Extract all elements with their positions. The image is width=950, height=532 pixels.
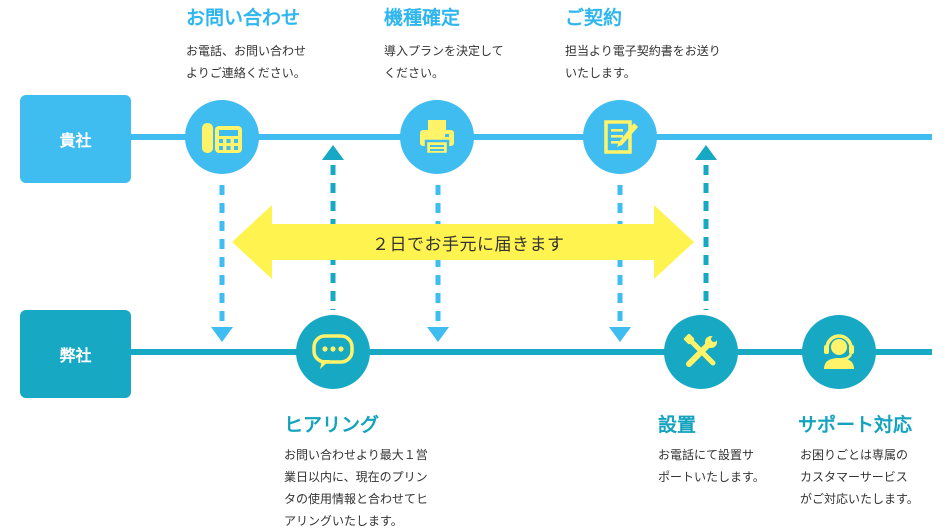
step-inquiry-title: お問い合わせ xyxy=(186,7,301,29)
speech-bubble-icon xyxy=(312,334,354,369)
connector-contract-to-provider xyxy=(609,185,631,342)
step-contract-circle xyxy=(583,100,657,174)
step-contract-title: ご契約 xyxy=(565,7,623,29)
connector-inquiry-to-provider xyxy=(211,185,233,342)
printer-icon xyxy=(420,120,454,156)
connector-model-to-provider xyxy=(427,185,449,342)
fax-phone-icon xyxy=(202,123,242,153)
step-hearing-circle xyxy=(296,315,370,389)
duration-label: ２日でお手元に届きます xyxy=(372,235,565,255)
client-lane-label-text: 貴社 xyxy=(59,131,92,150)
step-support-circle xyxy=(802,315,876,389)
step-model-title: 機種確定 xyxy=(384,7,461,29)
step-model-desc: 導入プランを決定して ください。 xyxy=(384,44,504,80)
step-inquiry-desc: お電話、お問い合わせ よりご連絡ください。 xyxy=(186,44,307,80)
client-lane-label: 貴社 xyxy=(20,95,131,183)
step-setup-desc: お電話にて設置サ ポートいたします。 xyxy=(658,448,765,484)
provider-lane-label: 弊社 xyxy=(20,310,131,398)
provider-lane-label-text: 弊社 xyxy=(59,346,92,365)
step-setup-title: 設置 xyxy=(658,414,697,436)
step-hearing-title: ヒアリング xyxy=(284,414,380,436)
step-contract-desc: 担当より電子契約書をお送り いたします。 xyxy=(565,44,721,80)
step-hearing-desc: お問い合わせより最大１営 業日以内に、現在のプリン タの使用情報と合わせてヒ ア… xyxy=(284,448,429,528)
duration-arrow xyxy=(232,205,694,279)
step-inquiry-circle xyxy=(185,100,259,174)
headset-icon xyxy=(824,334,854,369)
contract-pen-icon xyxy=(604,120,638,154)
connector-setup-to-client xyxy=(695,145,717,310)
tools-icon xyxy=(683,333,717,367)
step-model-circle xyxy=(400,100,474,174)
step-setup-circle xyxy=(664,315,738,389)
step-support-desc: お困りごとは専属の カスタマーサービス がご対応いたします。 xyxy=(800,448,919,506)
step-support-title: サポート対応 xyxy=(798,414,913,436)
